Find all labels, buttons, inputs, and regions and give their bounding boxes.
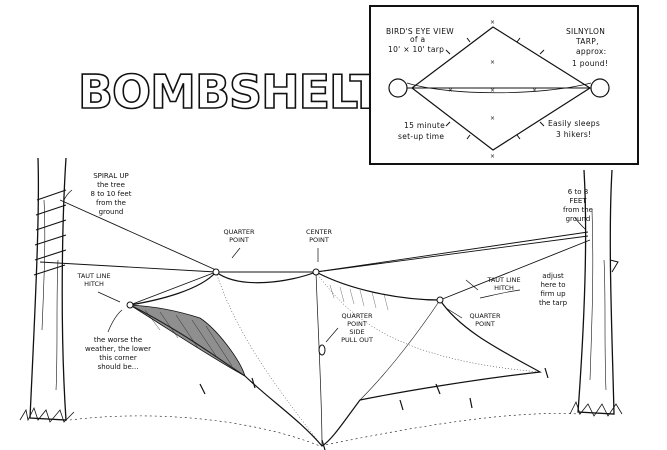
svg-text:×: × bbox=[532, 87, 537, 94]
label-height-3: from the bbox=[562, 206, 593, 214]
left-tree bbox=[19, 157, 75, 423]
leader-lines bbox=[63, 189, 587, 343]
label-adjust-3: firm up bbox=[540, 290, 566, 298]
inset-heading-3: 10' × 10' tarp bbox=[388, 45, 444, 54]
label-qs-3: SIDE bbox=[349, 328, 365, 336]
label-qp-right-1: QUARTER bbox=[469, 312, 501, 320]
inset-material-2: TARP, bbox=[575, 37, 599, 46]
inset-left-tree bbox=[388, 78, 408, 98]
label-weather-4: should be... bbox=[97, 363, 139, 371]
label-height-4: ground bbox=[565, 215, 591, 223]
inset-heading-2: of a bbox=[410, 35, 425, 44]
label-quarter-point-top: QUARTER POINT bbox=[214, 228, 264, 244]
inset-setup-1: 15 minute bbox=[404, 121, 445, 130]
left-low-guyline bbox=[39, 261, 217, 273]
svg-text:×: × bbox=[490, 153, 495, 160]
tarp-hatching bbox=[144, 309, 233, 367]
inset-material-4: 1 pound! bbox=[572, 59, 608, 68]
label-quarter-point-right: QUARTER POINT bbox=[458, 312, 512, 328]
label-height-2: FEET bbox=[569, 197, 587, 205]
tarp-tie-points bbox=[126, 268, 444, 356]
label-adjust-2: here to bbox=[540, 281, 566, 289]
label-taut-left: TAUT LINE HITCH bbox=[66, 272, 122, 288]
label-taut-left-2: HITCH bbox=[84, 280, 104, 288]
inset-tarp-diamond bbox=[411, 26, 592, 151]
label-taut-right-1: TAUT LINE bbox=[487, 276, 521, 284]
tree-spiral-wraps bbox=[33, 189, 67, 276]
label-taut-right: TAUT LINE HITCH bbox=[476, 276, 532, 292]
right-tree bbox=[569, 169, 623, 417]
label-height-1: 6 to 8 bbox=[567, 188, 589, 196]
label-adjust-4: the tarp bbox=[538, 299, 568, 307]
svg-text:×: × bbox=[490, 115, 495, 122]
left-high-guyline bbox=[59, 199, 217, 271]
label-qp-top-1: QUARTER bbox=[223, 228, 255, 236]
label-qp-right-2: POINT bbox=[475, 320, 495, 328]
svg-text:×: × bbox=[490, 19, 495, 26]
label-spiral: SPIRAL UP the tree 8 to 10 feet from the… bbox=[76, 172, 146, 217]
svg-text:×: × bbox=[490, 87, 495, 94]
label-center-2: POINT bbox=[309, 236, 329, 244]
tarp-texture bbox=[329, 284, 389, 311]
label-adjust-1: adjust bbox=[542, 272, 564, 280]
label-spiral-1: SPIRAL UP bbox=[93, 172, 129, 180]
label-spiral-2: the tree bbox=[97, 181, 125, 189]
label-weather-3: this corner bbox=[99, 354, 137, 362]
label-center-point: CENTER POINT bbox=[294, 228, 344, 244]
label-height-right: 6 to 8 FEET from the ground bbox=[548, 188, 608, 224]
label-weather-1: the worse the bbox=[93, 336, 143, 344]
ground-line bbox=[69, 413, 581, 447]
svg-text:×: × bbox=[448, 87, 453, 94]
right-taut-line bbox=[439, 239, 591, 301]
label-adjust: adjust here to firm up the tarp bbox=[528, 272, 578, 308]
label-spiral-4: from the bbox=[95, 199, 126, 207]
tarp bbox=[126, 268, 549, 450]
inset-heading-1: BIRD'S EYE VIEW bbox=[386, 27, 454, 36]
label-qp-top-2: POINT bbox=[229, 236, 249, 244]
ridge-right bbox=[315, 235, 589, 273]
label-spiral-3: 8 to 10 feet bbox=[90, 190, 132, 198]
label-qs-2: POINT bbox=[347, 320, 367, 328]
tarp-shaded-side bbox=[128, 304, 246, 377]
inset-material-3: approx: bbox=[576, 47, 606, 56]
inset-sleeps-2: 3 hikers! bbox=[556, 130, 591, 139]
inset-right-tree bbox=[590, 78, 610, 98]
label-quarter-side: QUARTER POINT SIDE PULL OUT bbox=[332, 312, 382, 344]
label-qs-1: QUARTER bbox=[341, 312, 373, 320]
inset-guyline bbox=[406, 82, 592, 94]
quarter-guyline-left bbox=[129, 271, 217, 306]
tarp-outline bbox=[128, 271, 542, 447]
label-center-1: CENTER bbox=[305, 228, 333, 236]
right-high-guyline bbox=[315, 231, 589, 273]
label-weather-2: weather, the lower bbox=[85, 345, 151, 353]
label-taut-left-1: TAUT LINE bbox=[77, 272, 111, 280]
stakes bbox=[199, 367, 549, 450]
inset-material-1: SILNYLON bbox=[566, 27, 605, 36]
label-qs-4: PULL OUT bbox=[341, 336, 373, 344]
guylines bbox=[39, 199, 591, 306]
inset-tie-outs bbox=[445, 37, 545, 140]
label-weather: the worse the weather, the lower this co… bbox=[70, 336, 166, 372]
birds-eye-inset: × × × × × × × BIRD'S EYE VIEW of a 10' × 10… bbox=[369, 5, 639, 165]
inset-sleeps-1: Easily sleeps bbox=[548, 119, 600, 128]
label-spiral-5: ground bbox=[98, 208, 124, 216]
inset-setup-2: set-up time bbox=[398, 132, 444, 141]
inset-stake-marks: × × × × × × × bbox=[448, 19, 537, 160]
svg-text:×: × bbox=[490, 59, 495, 66]
label-taut-right-2: HITCH bbox=[494, 284, 514, 292]
